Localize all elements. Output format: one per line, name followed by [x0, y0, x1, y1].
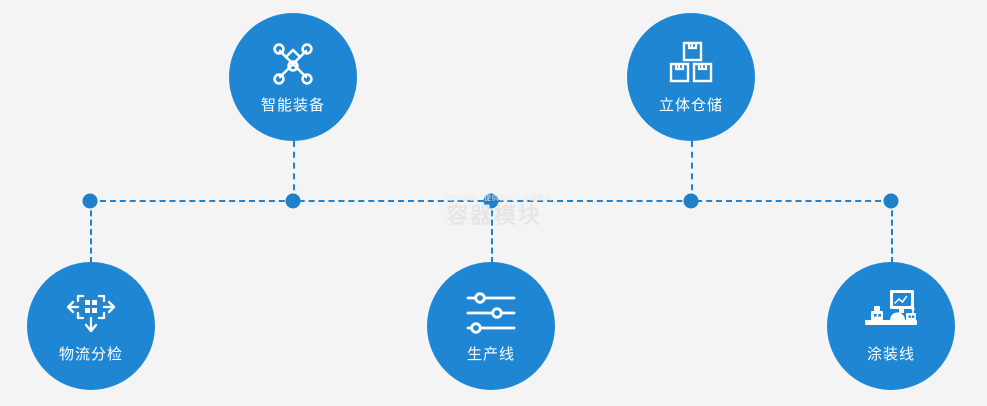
- junction-dot-painting-line: [883, 193, 899, 209]
- branch-line-intelligent-equipment: [293, 141, 295, 201]
- factory-monitor-icon: [862, 289, 920, 337]
- sorting-arrows-icon: [64, 289, 118, 337]
- junction-dot-logistics-sorting: [82, 193, 98, 209]
- node-production-line[interactable]: 生产线: [427, 262, 555, 390]
- node-painting-line[interactable]: 涂装线: [827, 262, 955, 390]
- watermark-text: 容器模块: [445, 203, 542, 228]
- branch-line-logistics-sorting: [90, 201, 92, 263]
- node-label-stereoscopic-warehouse: 立体仓储: [658, 96, 723, 114]
- stacked-boxes-icon: [665, 40, 717, 88]
- network-nodes-icon: [268, 40, 318, 88]
- branch-line-painting-line: [891, 201, 893, 263]
- node-label-logistics-sorting: 物流分检: [58, 345, 123, 363]
- node-logistics-sorting[interactable]: 物流分检: [27, 262, 155, 390]
- node-label-painting-line: 涂装线: [866, 345, 915, 363]
- node-intelligent-equipment[interactable]: 智能装备: [229, 13, 357, 141]
- sliders-icon: [464, 289, 518, 337]
- junction-dot-stereoscopic-warehouse: [683, 193, 699, 209]
- node-label-production-line: 生产线: [466, 345, 515, 363]
- node-stereoscopic-warehouse[interactable]: 立体仓储: [627, 13, 755, 141]
- junction-dot-intelligent-equipment: [285, 193, 301, 209]
- watermark-subtext: 提供容器 · 提供模块 · 容器模块: [446, 195, 552, 202]
- branch-line-stereoscopic-warehouse: [691, 141, 693, 201]
- node-label-intelligent-equipment: 智能装备: [260, 96, 325, 114]
